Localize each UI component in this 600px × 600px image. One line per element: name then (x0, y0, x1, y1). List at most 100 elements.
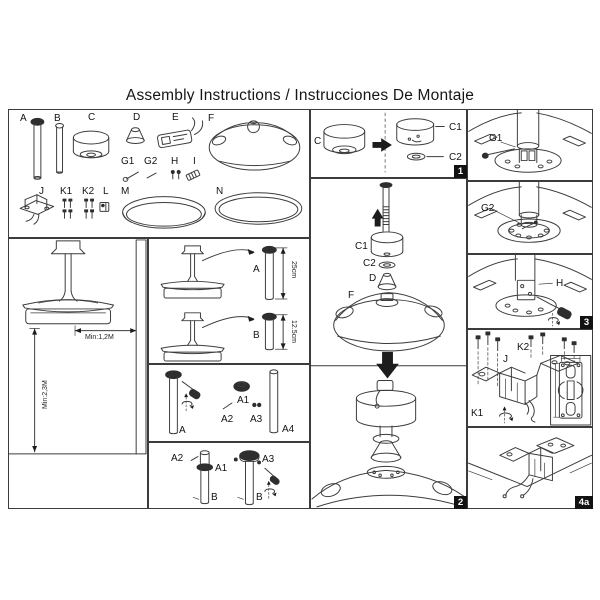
step1-label-c2: C2 (449, 152, 462, 163)
page-title: Assembly Instructions / Instrucciones De… (125, 87, 475, 104)
downrod-mount-drawing (494, 110, 562, 173)
cone-d-exploded (377, 272, 397, 291)
part-g1-drawing (122, 171, 139, 182)
step1-illustration (323, 112, 445, 173)
rod-a-label: A (253, 264, 260, 275)
downrod-mount-drawing (497, 182, 561, 243)
rod-b-dimension (274, 314, 288, 350)
figure-grid: A B C D E F G1 G2 H I J K1 K2 L M N (8, 109, 593, 509)
arrow-right-icon (372, 138, 392, 152)
rod-a4-drawing (269, 369, 279, 434)
downrod-drawing (371, 182, 393, 232)
step2-badge: 2 (454, 496, 467, 509)
step3-label-h: H (556, 278, 564, 289)
step1-badge: 1 (454, 165, 467, 178)
disassembly-label-a2: A2 (221, 414, 234, 425)
rotate-arrow-icon (264, 480, 277, 500)
screwdriver-drawing (181, 381, 201, 400)
part-h-drawing (170, 170, 181, 180)
rod-b-label: B (253, 330, 260, 341)
g2-label: G2 (481, 203, 495, 214)
hanging-fan-drawing (22, 240, 114, 325)
part-c-drawing (72, 130, 110, 159)
bracket-wires-drawing (524, 400, 536, 423)
part-k2-drawing (84, 198, 95, 219)
part-label-f: F (208, 113, 215, 124)
disassembly-label-a3: A3 (250, 414, 263, 425)
part-label-e: E (172, 112, 179, 123)
part-k1-drawing (62, 198, 73, 219)
step4-bracket-panel: K2 J K1 (467, 329, 593, 427)
step-g1-panel: G1 (467, 109, 593, 181)
reassembly-label-a1: A1 (215, 463, 228, 474)
part-label-m: M (121, 186, 130, 197)
step2-label-c2: C2 (363, 258, 376, 269)
reassembly-label-a3: A3 (262, 454, 275, 465)
disassembly-label-a1: A1 (237, 395, 250, 406)
part-n-drawing (214, 192, 303, 225)
reassembly-label-a2: A2 (171, 453, 184, 464)
bracket-j-drawing (471, 354, 579, 405)
screwdriver-drawing (264, 467, 280, 485)
min-floor-distance-label: Min:2,3M (42, 380, 49, 409)
wall-hatch (135, 239, 147, 455)
rod-reassembly-panel: A2 A1 B A3 B (148, 442, 310, 509)
canopy-c1-drawing (396, 118, 445, 146)
rotate-arrow-icon (499, 406, 514, 424)
clearance-panel: Min:1,2M Min:2,3M (8, 238, 148, 509)
rod-disassembly-illustration (165, 369, 279, 435)
rod-reassembly-illustration (190, 450, 280, 506)
step4-label-j: J (503, 354, 508, 365)
arrow-to-rod-b (201, 316, 255, 329)
part-a-drawing (30, 117, 45, 180)
assembled-canopy-drawing (355, 380, 417, 463)
ring-c2-drawing (406, 152, 444, 161)
step2-label-f: F (348, 290, 355, 301)
part-label-a: A (20, 113, 27, 124)
rotate-arrow-icon (181, 393, 194, 413)
step3-illustration (468, 255, 592, 327)
step-g2-illustration (468, 182, 592, 243)
part-label-b: B (54, 113, 61, 124)
rod-disassembly-panel: A A1 A2 A3 A4 (148, 364, 310, 442)
arrow-to-rod-a (201, 249, 255, 262)
g1-label: G1 (489, 133, 503, 144)
part-label-g1: G1 (121, 156, 135, 167)
step2-panel: C1 C2 D F 2 (310, 178, 467, 509)
part-label-k1: K1 (60, 186, 73, 197)
canopy-c1-exploded (370, 231, 404, 258)
step1-panel: C C1 C2 1 (310, 109, 467, 178)
fan-with-rod-a-drawing (160, 245, 225, 299)
part-label-c: C (88, 112, 96, 123)
step-g1-illustration (468, 110, 592, 173)
part-label-j: J (39, 186, 44, 197)
step2-illustration (311, 182, 466, 508)
step4-bracket-illustration (471, 331, 592, 426)
step4-label-k1: K1 (471, 408, 484, 419)
part-f-drawing (208, 120, 301, 171)
clearance-illustration (9, 239, 147, 455)
part-m-drawing (122, 196, 206, 229)
rod-b-length-label: 12.5cm (290, 320, 297, 343)
arrow-up-icon (371, 208, 384, 227)
rod-b-drawing (261, 312, 277, 351)
parts-illustration (19, 117, 303, 229)
rod-a-drawing (261, 245, 277, 301)
part-label-l: L (103, 186, 109, 197)
part-label-n: N (216, 186, 224, 197)
rod-a-length-label: 25cm (290, 261, 297, 279)
pin-a2-drawing (222, 402, 233, 410)
bolt-g1-drawing (481, 141, 516, 159)
rod-b-with-a1-drawing (190, 450, 213, 505)
part-b-drawing (55, 122, 64, 174)
part-label-d: D (133, 112, 141, 123)
canopy-c-drawing (323, 124, 366, 155)
part-i-drawing (185, 169, 201, 181)
cap-a1-drawing (233, 381, 250, 392)
part-l-drawing (99, 202, 110, 212)
part-e-drawing (157, 117, 204, 149)
part-d-drawing (126, 127, 145, 144)
part-label-i: I (193, 156, 196, 167)
step1-label-c1: C1 (449, 122, 462, 133)
